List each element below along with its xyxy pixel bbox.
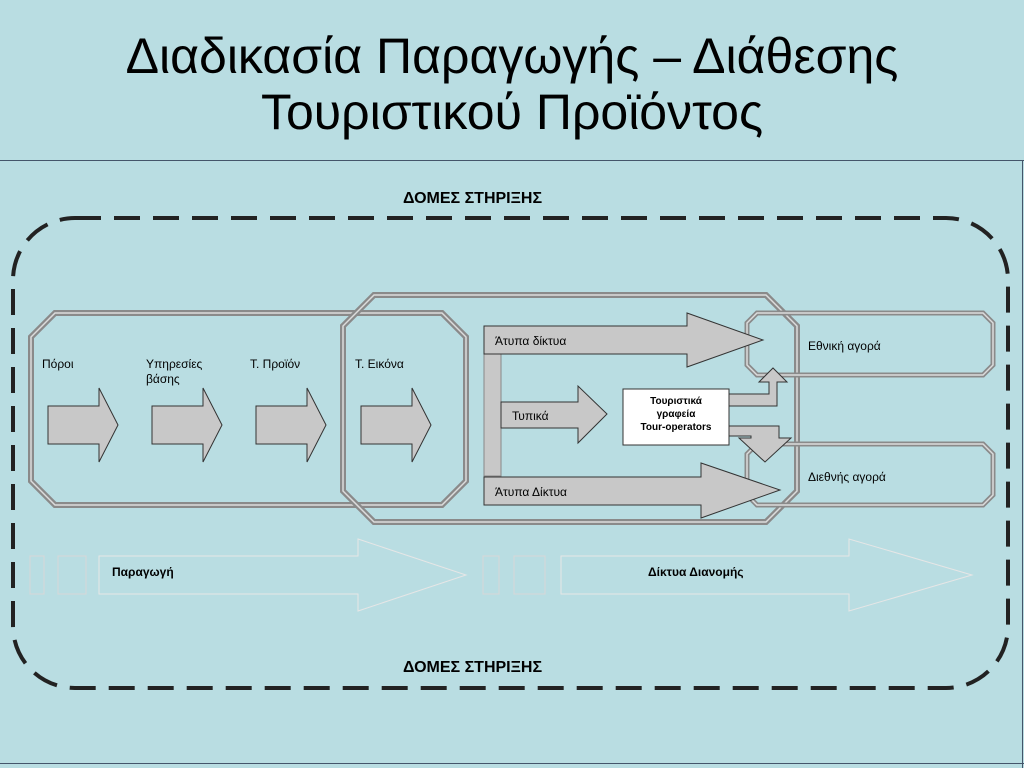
product-label: Τ. Προϊόν <box>250 357 301 371</box>
distribution-pre-box-1 <box>482 555 500 595</box>
distribution-pre-box-2 <box>513 555 546 595</box>
image-label: Τ. Εικόνα <box>355 357 404 371</box>
tour-operators-line-3: Tour-operators <box>640 422 712 433</box>
support-structures-top-label: ΔΟΜΕΣ ΣΤΗΡΙΞΗΣ <box>403 190 543 207</box>
production-label: Παραγωγή <box>112 565 174 579</box>
tour-operators-line-2: γραφεία <box>656 409 696 420</box>
distribution-networks-label: Δίκτυα Διανομής <box>648 565 744 579</box>
to-national-market-arrow <box>728 367 789 407</box>
formal-channel-arrow <box>500 384 608 445</box>
production-long-arrow <box>98 538 468 612</box>
basic-services-arrow <box>151 387 223 463</box>
production-pre-box-1 <box>29 555 45 595</box>
tour-operators-line-1: Τουριστικά <box>650 396 702 407</box>
international-market-label: Διεθνής αγορά <box>808 470 886 484</box>
tour-operators-label: Τουριστικά γραφεία Tour-operators <box>623 395 729 434</box>
formal-channel-label: Τυπικά <box>512 409 549 423</box>
slide-title: Διαδικασία Παραγωγής – Διάθεσης Τουριστι… <box>0 28 1024 140</box>
product-arrow <box>255 387 327 463</box>
basic-services-label: Υπηρεσίες βάσης <box>146 357 203 386</box>
national-market-label: Εθνική αγορά <box>808 339 881 353</box>
support-structures-boundary <box>11 216 1010 690</box>
resources-label: Πόροι <box>42 357 74 371</box>
title-line-1: Διαδικασία Παραγωγής – Διάθεσης <box>125 28 899 84</box>
production-pre-box-2 <box>57 555 87 595</box>
tour-operators-box <box>622 388 730 446</box>
support-structures-bottom-label: ΔΟΜΕΣ ΣΤΗΡΙΞΗΣ <box>403 659 543 676</box>
informal-networks-top-arrow <box>483 312 765 368</box>
distribution-long-arrow <box>560 538 974 612</box>
to-international-market-arrow <box>728 425 793 463</box>
frame-border-right <box>1022 160 1023 768</box>
channel-split-bar <box>483 345 502 477</box>
informal-networks-bottom-label: Άτυπα Δίκτυα <box>495 485 567 499</box>
resources-arrow <box>47 387 119 463</box>
informal-networks-top-label: Άτυπα δίκτυα <box>495 334 567 348</box>
frame-border-bottom <box>0 763 1024 764</box>
title-divider <box>0 160 1024 161</box>
image-arrow <box>360 387 432 463</box>
title-line-2: Τουριστικού Προϊόντος <box>260 84 764 140</box>
informal-networks-bottom-arrow <box>483 462 782 519</box>
